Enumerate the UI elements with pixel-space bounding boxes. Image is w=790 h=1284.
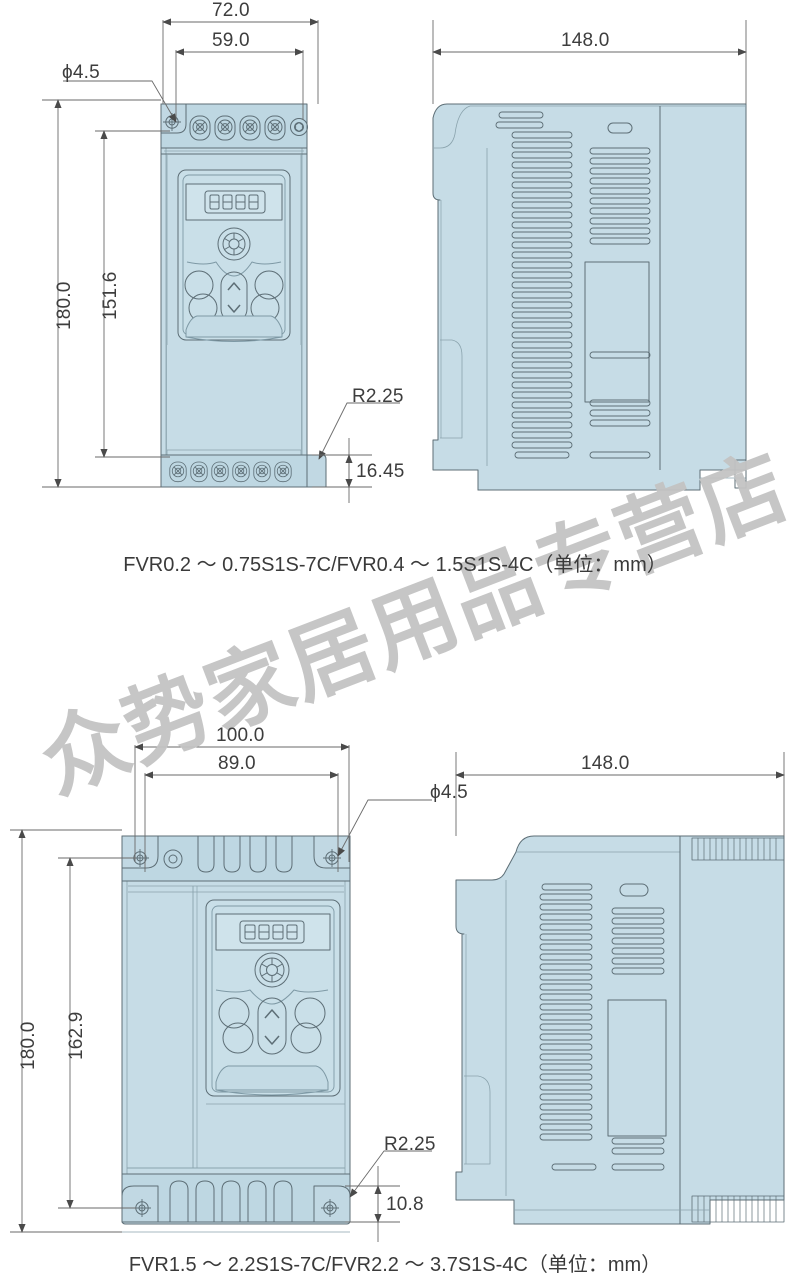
fig1-front-view [160,103,327,488]
fig1-dim-depth: 148.0 [561,30,610,51]
fig1-dim-mount-width: 59.0 [212,30,250,51]
figure2-caption: FVR1.5 ～ 2.2S1S-7C/FVR2.2 ～ 3.7S1S-4C（单位… [128,1254,662,1276]
fig2-front-view [121,835,351,1233]
fig2-dim-overall-width: 100.0 [216,725,265,746]
fig1-dim-overall-height: 180.0 [54,281,75,330]
fig2-dim-overall-height: 180.0 [18,1021,39,1070]
fig2-dim-corner-radius: R2.25 [384,1134,436,1155]
fig1-dimension-lines [42,18,747,503]
fig2-dim-bottom-offset: 10.8 [386,1194,424,1215]
fig2-dim-depth: 148.0 [581,753,630,774]
fig1-rotary-knob [217,227,251,261]
fig1-dim-mount-height: 151.6 [100,271,121,320]
fig2-dim-hole-diameter: ϕ4.5 [430,782,468,803]
fig1-side-view [432,103,747,491]
fig1-dim-bottom-offset: 16.45 [356,461,405,482]
fig2-side-view [455,835,785,1225]
fig1-dim-overall-width: 72.0 [212,0,250,21]
fig2-dim-mount-height: 162.9 [66,1011,87,1060]
fig1-dim-hole-diameter: ϕ4.5 [62,62,100,83]
fig2-rotary-knob [254,952,290,988]
figure1-caption: FVR0.2 ～ 0.75S1S-7C/FVR0.4 ～ 1.5S1S-4C（单… [123,554,667,576]
fig2-dim-mount-width: 89.0 [218,753,256,774]
fig1-dim-corner-radius: R2.25 [352,386,404,407]
fig2-dimension-lines [10,743,785,1242]
